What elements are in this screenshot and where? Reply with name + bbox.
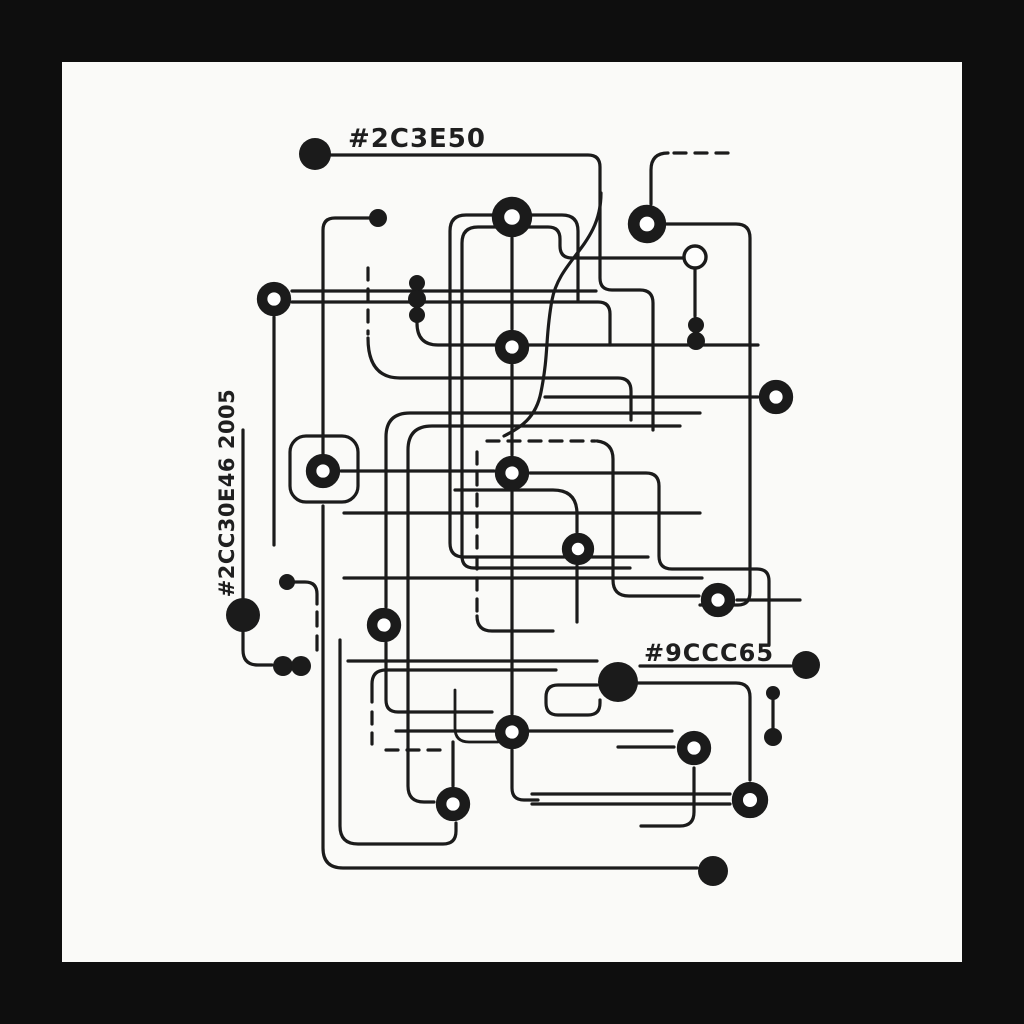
trace xyxy=(321,216,372,456)
dot-node xyxy=(598,662,638,702)
dot-node xyxy=(688,317,704,333)
ring-node xyxy=(627,204,667,244)
trace xyxy=(460,423,632,570)
ring-node xyxy=(305,453,341,489)
trace xyxy=(544,683,602,717)
ring-nodes xyxy=(256,196,794,822)
ring-node xyxy=(494,329,530,365)
ring-node xyxy=(561,532,595,566)
trace xyxy=(338,638,458,846)
trace xyxy=(384,641,494,714)
ring-node xyxy=(256,281,292,317)
trace xyxy=(528,471,771,647)
open-circle-nodes xyxy=(682,244,708,270)
dot-node xyxy=(226,598,260,632)
dot-node xyxy=(409,307,425,323)
dot-node xyxy=(299,138,331,170)
trace xyxy=(595,439,701,598)
trace xyxy=(370,668,558,704)
trace xyxy=(406,424,682,804)
trace xyxy=(448,423,650,559)
dot-node xyxy=(698,856,728,886)
trace xyxy=(664,222,752,607)
dot-node xyxy=(792,651,820,679)
ring-node xyxy=(731,781,769,819)
trace xyxy=(293,580,319,606)
trace xyxy=(415,321,760,347)
hex-label-side-rotated: #2CC30E46 2005 xyxy=(215,389,239,598)
trace xyxy=(453,688,500,744)
dot-node xyxy=(409,275,425,291)
hex-label-top: #2C3E50 xyxy=(348,124,486,154)
dot-node xyxy=(766,686,780,700)
trace xyxy=(329,153,655,432)
ring-node xyxy=(676,730,712,766)
dot-node xyxy=(291,656,311,676)
ring-node xyxy=(758,379,794,415)
dot-node xyxy=(764,728,782,746)
ring-node xyxy=(435,786,471,822)
ring-node xyxy=(700,582,736,618)
trace xyxy=(366,336,633,422)
trace xyxy=(290,300,612,347)
trace xyxy=(241,630,274,667)
trace xyxy=(635,681,752,782)
dot-node xyxy=(408,290,426,308)
trace xyxy=(460,225,685,427)
ring-node xyxy=(366,607,402,643)
ring-node xyxy=(491,196,533,238)
freeform-curve xyxy=(502,191,603,438)
dot-nodes xyxy=(226,138,820,886)
trace xyxy=(639,766,696,828)
dot-node xyxy=(273,656,293,676)
dot-node xyxy=(687,332,705,350)
trace xyxy=(384,411,702,609)
dot-node xyxy=(369,209,387,227)
open-node-node xyxy=(682,244,708,270)
hex-label-bottom: #9CCC65 xyxy=(644,639,774,667)
trace xyxy=(453,488,579,534)
ring-node xyxy=(494,714,530,750)
trace xyxy=(475,614,555,633)
trace xyxy=(321,504,699,870)
ring-node xyxy=(494,455,530,491)
dot-node xyxy=(279,574,295,590)
trace xyxy=(649,151,670,206)
trace xyxy=(510,748,540,802)
rounded-square-outline xyxy=(288,434,360,504)
circuit-traces xyxy=(241,151,802,870)
